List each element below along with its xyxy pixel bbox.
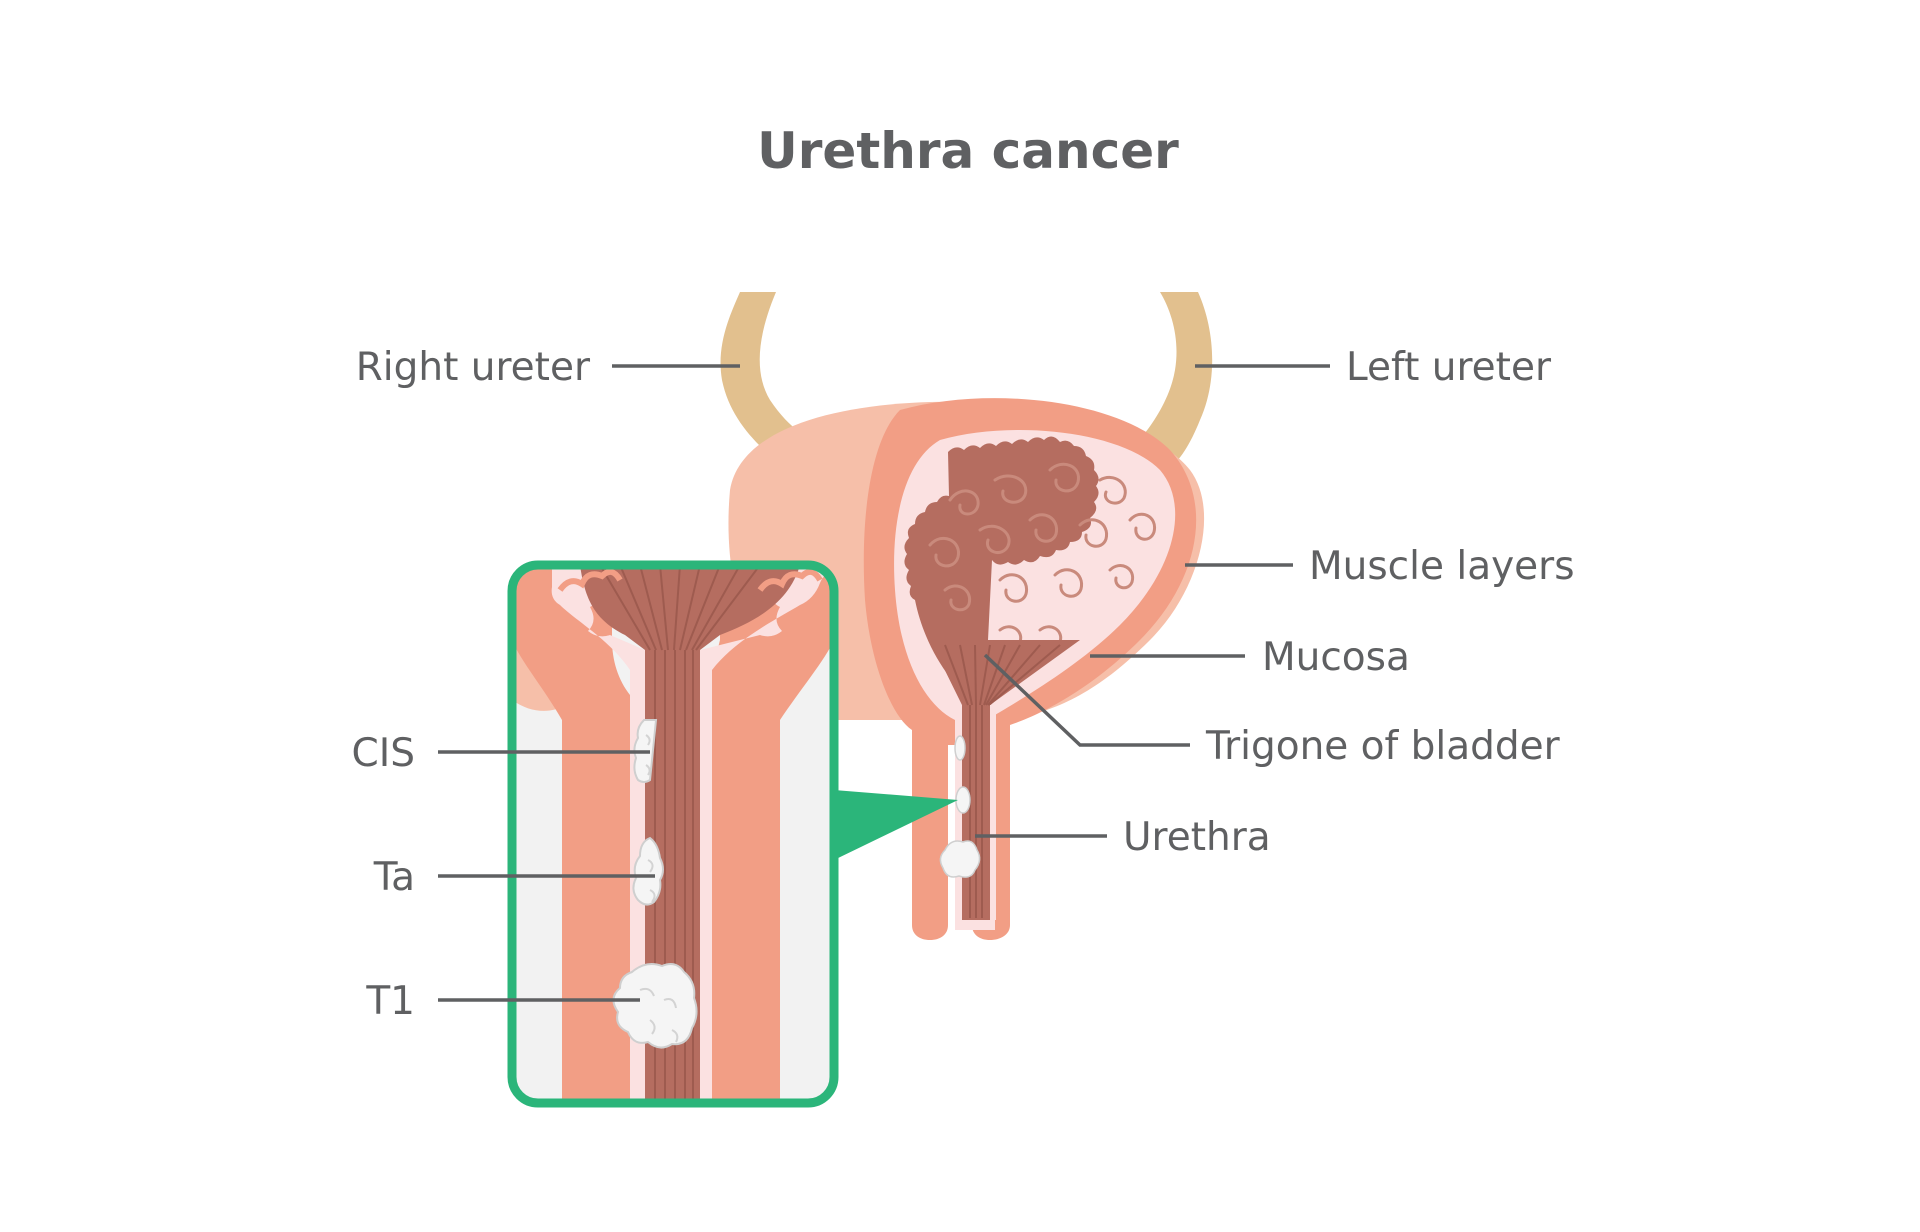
- label-cis: CIS: [352, 731, 416, 776]
- left-ureter-tube: [1130, 292, 1213, 470]
- zoom-callout: [507, 560, 839, 1108]
- label-urethra: Urethra: [1123, 815, 1271, 860]
- urethra-tumors: [939, 735, 981, 878]
- urethra-tumor-ta: [955, 786, 971, 814]
- label-right-ureter: Right ureter: [356, 345, 591, 390]
- label-mucosa: Mucosa: [1262, 635, 1410, 680]
- urethra-tumor-t1: [939, 840, 981, 878]
- urethra-tumor-cis: [954, 735, 966, 761]
- ureters: [720, 292, 1213, 470]
- tumor-ta: [632, 836, 664, 906]
- label-t1: T1: [365, 979, 415, 1024]
- zoom-tumor-texture: [639, 734, 679, 1043]
- labels: Right ureter Left ureter Muscle layers M…: [352, 345, 1575, 1024]
- label-trigone: Trigone of bladder: [1205, 724, 1561, 769]
- tumor-t1: [612, 963, 698, 1049]
- leader-trigone: [983, 653, 1190, 747]
- page-title: Urethra cancer: [757, 122, 1179, 180]
- label-ta: Ta: [373, 855, 415, 900]
- zoom-callout-border: [507, 560, 839, 1108]
- callout-pointer: [834, 790, 958, 860]
- lumen-texture: [928, 462, 1157, 644]
- label-left-ureter: Left ureter: [1346, 345, 1552, 390]
- leader-lines: [438, 364, 1330, 1002]
- label-muscle-layers: Muscle layers: [1309, 544, 1575, 589]
- bladder-lumen: [904, 436, 1099, 700]
- right-ureter-tube: [720, 292, 830, 470]
